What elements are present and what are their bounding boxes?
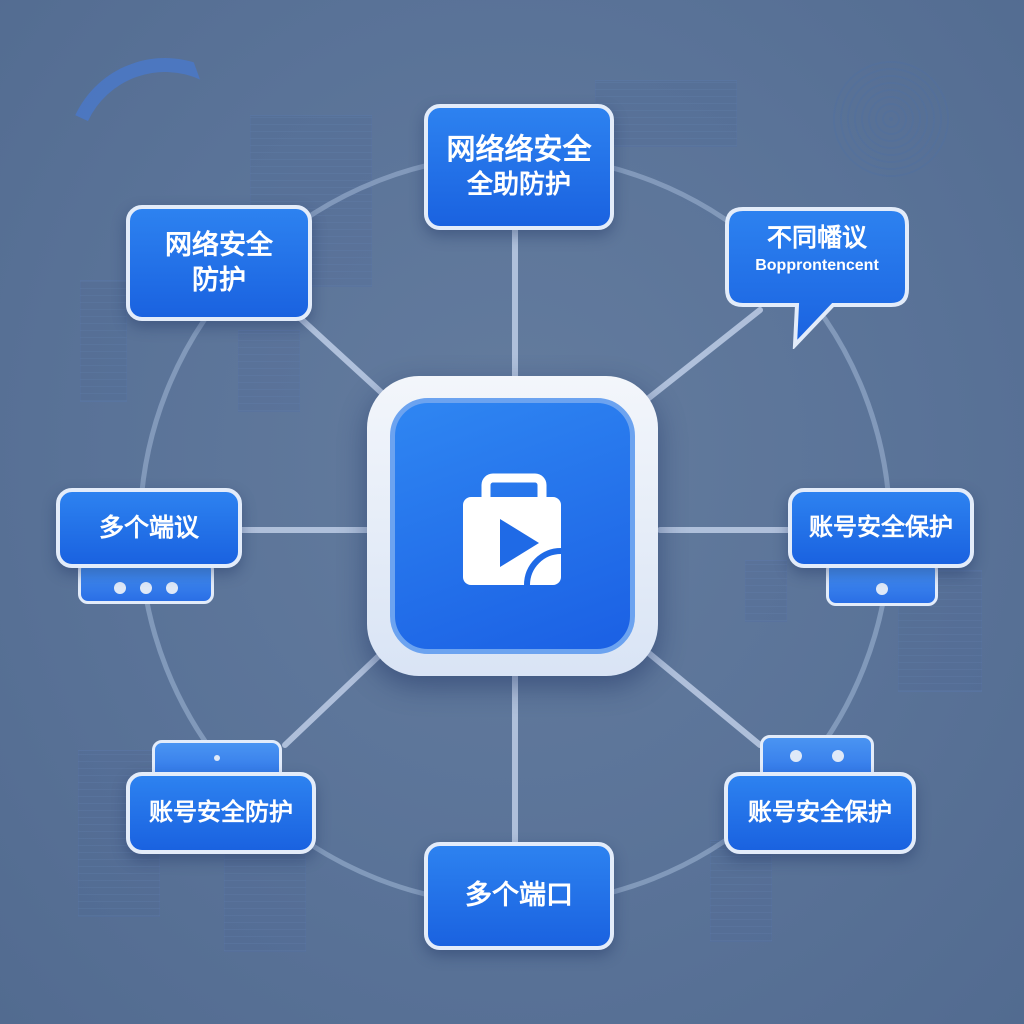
dot-icon [114,582,126,594]
node-top-right-line-1: 不同幡议 [766,223,867,252]
node-left-label: 多个端议 [98,512,199,542]
video-bag-icon [463,473,562,586]
dot-icon [832,750,844,762]
dot-icon [876,583,888,595]
link-top-right [637,307,763,408]
node-bottom-right[interactable]: 账号安全保护 [724,772,916,854]
node-right-label: 账号安全保护 [809,513,953,542]
dot-icon [166,582,178,594]
node-top-left-line-2: 防护 [192,265,246,296]
node-bottom[interactable]: 多个端口 [424,842,614,950]
speech-bubble-shape [725,207,909,349]
link-bottom-right [642,647,763,748]
dot-icon [214,755,220,761]
node-top-line-2: 全助防护 [466,169,571,200]
node-top-right[interactable]: 不同幡议 Bopprontencent [725,207,909,349]
node-top[interactable]: 网络络安全 全助防护 [424,104,614,230]
node-bottom-left-label: 账号安全防护 [149,798,293,827]
center-hub[interactable] [367,376,658,676]
link-bottom-left [282,647,388,748]
node-bottom-label: 多个端口 [465,880,573,912]
node-bottom-left[interactable]: 账号安全防护 [126,772,316,854]
node-right[interactable]: 账号安全保护 [788,488,974,568]
node-bottom-right-label: 账号安全保护 [748,798,892,827]
dot-icon [140,582,152,594]
node-top-right-line-2: Bopprontencent [755,256,879,274]
node-top-line-1: 网络络安全 [446,132,592,167]
node-top-left-line-1: 网络安全 [165,229,273,261]
center-hub-inner [390,398,635,654]
link-top-left [297,315,398,408]
dot-icon [790,750,802,762]
node-top-left[interactable]: 网络安全 防护 [126,205,312,321]
node-left[interactable]: 多个端议 [56,488,242,568]
